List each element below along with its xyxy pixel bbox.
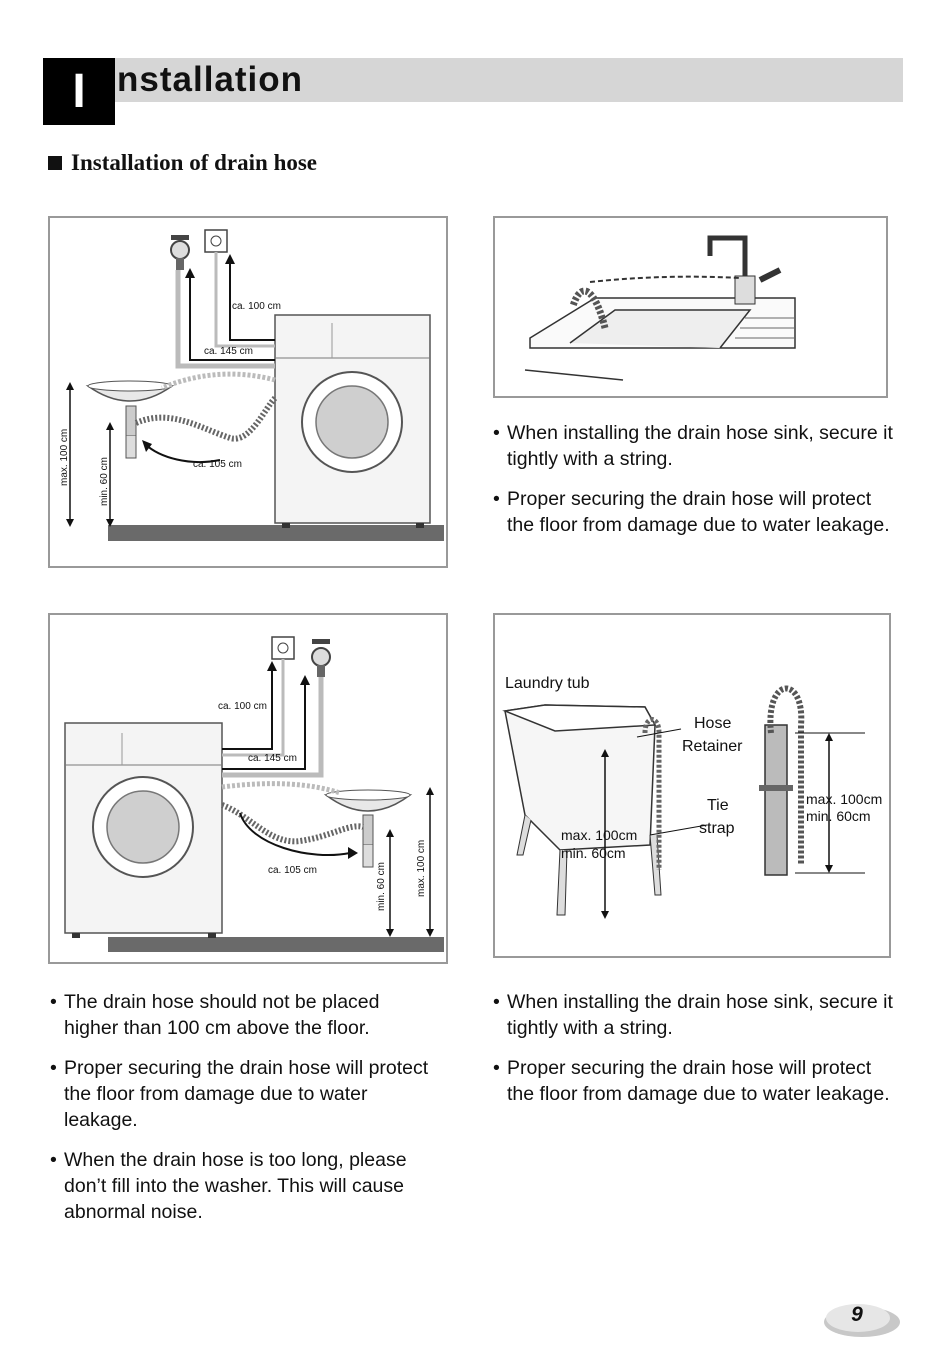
socket-icon xyxy=(204,229,228,253)
label-right-min-60cm: min. 60cm xyxy=(806,808,871,824)
standpipe-drawing xyxy=(759,685,805,876)
label-ca-100-cm: ca. 100 cm xyxy=(218,701,267,712)
label-tie-strap-1: Tie xyxy=(707,797,729,814)
page-title: nstallation xyxy=(117,60,304,99)
bullet-item: Proper securing the drain hose will prot… xyxy=(50,1055,430,1133)
label-right-max-100cm: max. 100cm xyxy=(806,791,882,807)
label-min-60-cm: min. 60 cm xyxy=(99,457,110,506)
socket-icon xyxy=(271,636,295,660)
label-hose-retainer-2: Retainer xyxy=(682,738,743,755)
tap-icon xyxy=(170,235,190,270)
label-max-100-cm: max. 100 cm xyxy=(416,840,427,897)
page-number-badge: 9 xyxy=(822,1298,902,1340)
sink-drawing xyxy=(323,789,413,868)
label-ca-145-cm: ca. 145 cm xyxy=(248,753,297,764)
label-tie-strap-2: strap xyxy=(699,820,735,837)
page-number: 9 xyxy=(851,1303,863,1326)
figure-washer-sink-left: ca. 100 cm ca. 145 cm ca. 105 cm max. 10… xyxy=(48,216,448,568)
bullet-item: When installing the drain hose sink, sec… xyxy=(493,989,893,1041)
label-ca-100-cm: ca. 100 cm xyxy=(232,301,281,312)
label-hose-retainer-1: Hose xyxy=(694,715,731,732)
figure-3-illustration: ca. 100 cm ca. 145 cm ca. 105 cm min. 60… xyxy=(64,636,444,952)
header-bar xyxy=(43,58,903,102)
washer-drawing xyxy=(274,314,431,528)
label-ca-105-cm: ca. 105 cm xyxy=(193,459,242,470)
page-number-shape xyxy=(824,1304,900,1337)
label-ca-145-cm: ca. 145 cm xyxy=(204,346,253,357)
figure-sink-string xyxy=(493,216,888,398)
label-max-100-cm: max. 100 cm xyxy=(59,429,70,486)
section-title: Installation of drain hose xyxy=(48,150,317,176)
text-right-top: When installing the drain hose sink, sec… xyxy=(493,420,893,552)
text-left-bottom: The drain hose should not be placed high… xyxy=(50,989,430,1239)
label-left-max-100cm: max. 100cm xyxy=(561,827,637,843)
bullet-item: The drain hose should not be placed high… xyxy=(50,989,430,1041)
figure-1-illustration: ca. 100 cm ca. 145 cm ca. 105 cm max. 10… xyxy=(59,229,444,541)
washer-drawing xyxy=(64,722,223,938)
tap-icon xyxy=(311,639,331,677)
faucet-icon xyxy=(707,235,782,305)
section-title-text: Installation of drain hose xyxy=(71,150,318,175)
label-ca-105-cm: ca. 105 cm xyxy=(268,865,317,876)
laundry-tub-drawing xyxy=(502,704,662,916)
bullet-item: Proper securing the drain hose will prot… xyxy=(493,486,893,538)
bullet-item: Proper securing the drain hose will prot… xyxy=(493,1055,893,1107)
label-left-min-60cm: min. 60cm xyxy=(561,845,626,861)
label-laundry-tub: Laundry tub xyxy=(505,675,590,692)
sink-drawing xyxy=(85,380,175,459)
label-min-60-cm: min. 60 cm xyxy=(376,862,387,911)
figure-4-illustration: Laundry tub Hose Retainer Tie strap max.… xyxy=(502,675,882,919)
bullet-item: When installing the drain hose sink, sec… xyxy=(493,420,893,472)
figure-2-illustration xyxy=(524,235,796,381)
text-right-bottom: When installing the drain hose sink, sec… xyxy=(493,989,893,1121)
square-bullet-icon xyxy=(48,156,62,170)
figure-laundry-tub: Laundry tub Hose Retainer Tie strap max.… xyxy=(493,613,891,958)
bullet-item: When the drain hose is too long, please … xyxy=(50,1147,430,1225)
header-initial: I xyxy=(43,58,115,125)
figure-washer-sink-right: ca. 100 cm ca. 145 cm ca. 105 cm min. 60… xyxy=(48,613,448,964)
